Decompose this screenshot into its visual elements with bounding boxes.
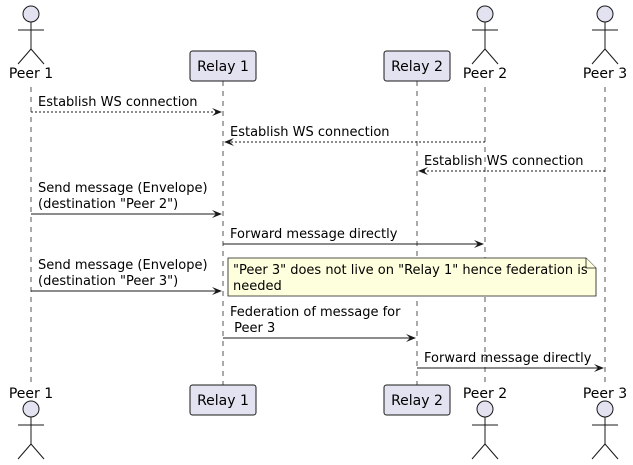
message-6-label-line-1: Send message (Envelope): [38, 258, 208, 273]
notes: "Peer 3" does not live on "Relay 1" henc…: [227, 257, 597, 297]
message-1-arrowhead: [212, 108, 222, 116]
participants-top: Peer 1 Relay 1 Relay 2 Peer 2 Peer 3: [9, 5, 627, 82]
message-4-label-line-2: (destination "Peer 2"): [38, 197, 178, 212]
peer-3-actor-icon-top: [591, 5, 619, 65]
peer-1-actor-icon-bottom: [17, 400, 45, 460]
relay-1-box-top: Relay 1: [189, 50, 257, 82]
relay-1-label-bottom: Relay 1: [197, 393, 249, 409]
relay-2-box-bottom: Relay 2: [383, 384, 451, 416]
message-8-label-line-1: Forward message directly: [424, 351, 592, 366]
note-1-line-1: "Peer 3" does not live on "Relay 1" henc…: [233, 263, 588, 278]
message-6-label-line-2: (destination "Peer 3"): [38, 274, 178, 289]
participants-bottom: Peer 1 Relay 1 Relay 2 Peer 2 Peer 3: [9, 384, 627, 460]
message-5-arrowhead: [474, 240, 484, 248]
message-3-label-line-1: Establish WS connection: [424, 154, 584, 169]
message-2-label-line-1: Establish WS connection: [230, 125, 390, 140]
message-5-label-line-1: Forward message directly: [230, 227, 398, 242]
message-2: Establish WS connection: [224, 125, 485, 146]
message-4-arrowhead: [212, 210, 222, 218]
note-1: "Peer 3" does not live on "Relay 1" henc…: [227, 257, 597, 297]
message-7: Federation of message for Peer 3: [223, 305, 416, 342]
message-5: Forward message directly: [223, 227, 484, 248]
message-7-label-line-2: Peer 3: [230, 321, 275, 336]
peer-2-actor-icon-bottom: [471, 400, 499, 460]
note-1-line-2: needed: [233, 279, 282, 294]
message-1-label-line-1: Establish WS connection: [38, 95, 198, 110]
peer-3-label-top: Peer 3: [583, 66, 627, 82]
message-2-arrowhead: [224, 138, 234, 146]
message-7-arrowhead: [406, 334, 416, 342]
message-7-label-line-1: Federation of message for: [230, 305, 401, 320]
message-3-arrowhead: [418, 167, 428, 175]
message-4-label-line-1: Send message (Envelope): [38, 181, 208, 196]
message-3: Establish WS connection: [418, 154, 605, 175]
peer-3-actor-icon-bottom: [591, 400, 619, 460]
lifelines: [30, 81, 606, 387]
message-8-arrowhead: [594, 364, 604, 372]
relay-1-box-bottom: Relay 1: [189, 384, 257, 416]
message-1: Establish WS connection: [31, 95, 222, 116]
message-4: Send message (Envelope)(destination "Pee…: [31, 181, 222, 218]
message-8: Forward message directly: [417, 351, 604, 372]
relay-2-box-top: Relay 2: [383, 50, 451, 82]
relay-2-label-bottom: Relay 2: [391, 393, 443, 409]
relay-1-label-top: Relay 1: [197, 59, 249, 75]
peer-1-label-bottom: Peer 1: [9, 386, 53, 402]
peer-1-actor-icon-top: [17, 5, 45, 65]
peer-1-label-top: Peer 1: [9, 66, 53, 82]
peer-3-label-bottom: Peer 3: [583, 386, 627, 402]
peer-2-actor-icon-top: [471, 5, 499, 65]
peer-2-label-top: Peer 2: [463, 66, 507, 82]
relay-2-label-top: Relay 2: [391, 59, 443, 75]
peer-2-label-bottom: Peer 2: [463, 386, 507, 402]
message-6-arrowhead: [212, 287, 222, 295]
message-6: Send message (Envelope)(destination "Pee…: [31, 258, 222, 295]
